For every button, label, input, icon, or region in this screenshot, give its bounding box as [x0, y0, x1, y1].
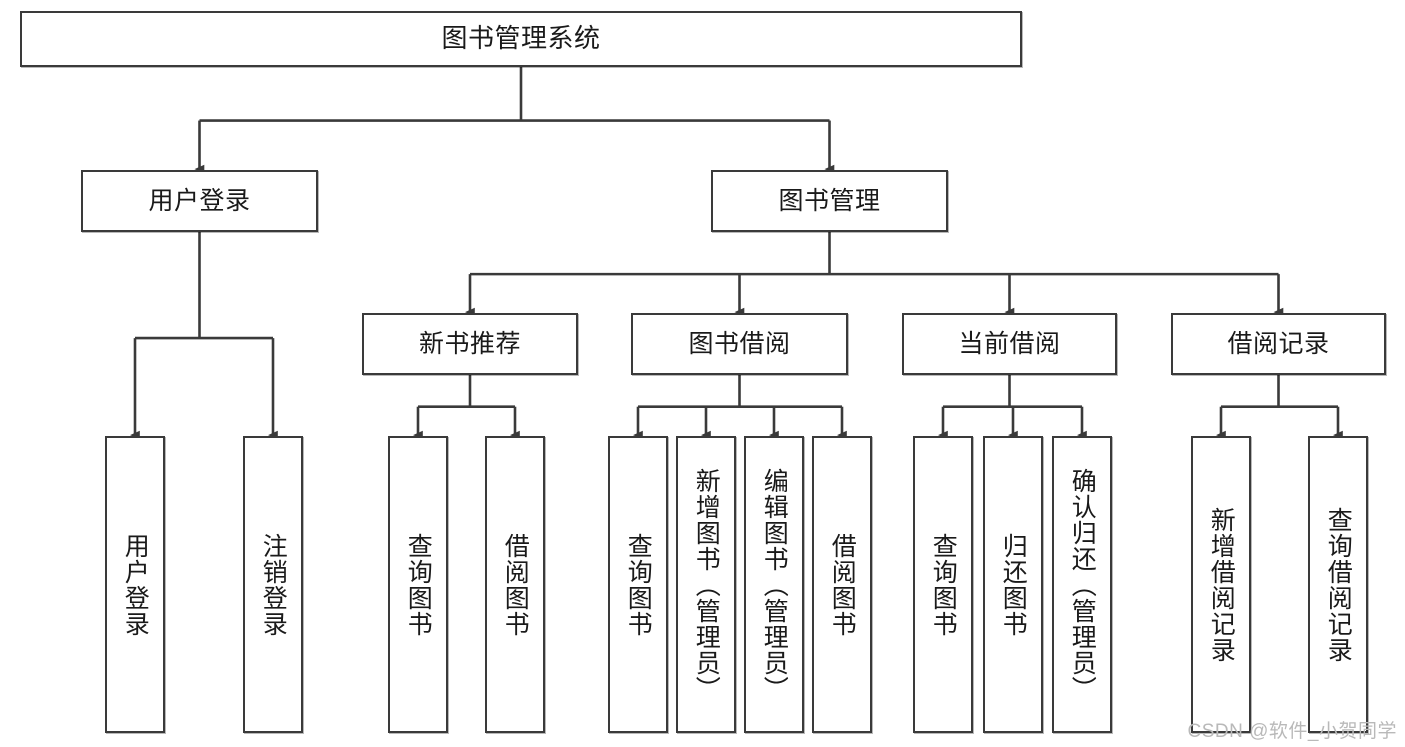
- node-label: 编辑图书（管理员）: [760, 467, 789, 702]
- node-newbooks[interactable]: 新书推荐: [362, 313, 578, 375]
- node-leaf9[interactable]: 查询图书: [913, 436, 973, 733]
- node-label: 查询图书: [624, 532, 653, 637]
- node-leaf5[interactable]: 查询图书: [608, 436, 668, 733]
- node-label: 确认归还（管理员）: [1068, 467, 1097, 702]
- node-leaf2[interactable]: 注销登录: [243, 436, 303, 733]
- node-current[interactable]: 当前借阅: [902, 313, 1117, 375]
- node-label: 新增借阅记录: [1207, 506, 1236, 663]
- node-label: 新书推荐: [418, 330, 521, 358]
- node-label: 注销登录: [259, 532, 288, 637]
- watermark: CSDN @软件_小贺同学: [1187, 721, 1397, 742]
- node-label: 图书管理: [778, 187, 881, 215]
- node-leaf1[interactable]: 用户登录: [105, 436, 165, 733]
- node-borrow[interactable]: 图书借阅: [631, 313, 848, 375]
- node-bookmgmt[interactable]: 图书管理: [711, 170, 948, 232]
- node-label: 借阅图书: [501, 532, 530, 637]
- node-login[interactable]: 用户登录: [81, 170, 318, 232]
- node-leaf7[interactable]: 编辑图书（管理员）: [744, 436, 804, 733]
- node-leaf8[interactable]: 借阅图书: [812, 436, 872, 733]
- node-label: 归还图书: [999, 532, 1028, 637]
- node-label: 借阅记录: [1227, 330, 1330, 358]
- node-leaf4[interactable]: 借阅图书: [485, 436, 545, 733]
- node-label: 查询图书: [929, 532, 958, 637]
- node-label: 图书管理系统: [441, 23, 601, 54]
- node-leaf12[interactable]: 新增借阅记录: [1191, 436, 1251, 733]
- node-records[interactable]: 借阅记录: [1171, 313, 1386, 375]
- node-label: 查询借阅记录: [1324, 506, 1353, 663]
- node-label: 借阅图书: [828, 532, 857, 637]
- node-label: 当前借阅: [958, 330, 1061, 358]
- node-leaf10[interactable]: 归还图书: [983, 436, 1043, 733]
- node-label: 查询图书: [404, 532, 433, 637]
- node-label: 新增图书（管理员）: [692, 467, 721, 702]
- node-root[interactable]: 图书管理系统: [20, 11, 1022, 67]
- node-leaf13[interactable]: 查询借阅记录: [1308, 436, 1368, 733]
- node-leaf6[interactable]: 新增图书（管理员）: [676, 436, 736, 733]
- node-leaf3[interactable]: 查询图书: [388, 436, 448, 733]
- node-label: 用户登录: [148, 187, 251, 215]
- node-label: 图书借阅: [688, 330, 791, 358]
- node-leaf11[interactable]: 确认归还（管理员）: [1052, 436, 1112, 733]
- node-label: 用户登录: [121, 532, 150, 637]
